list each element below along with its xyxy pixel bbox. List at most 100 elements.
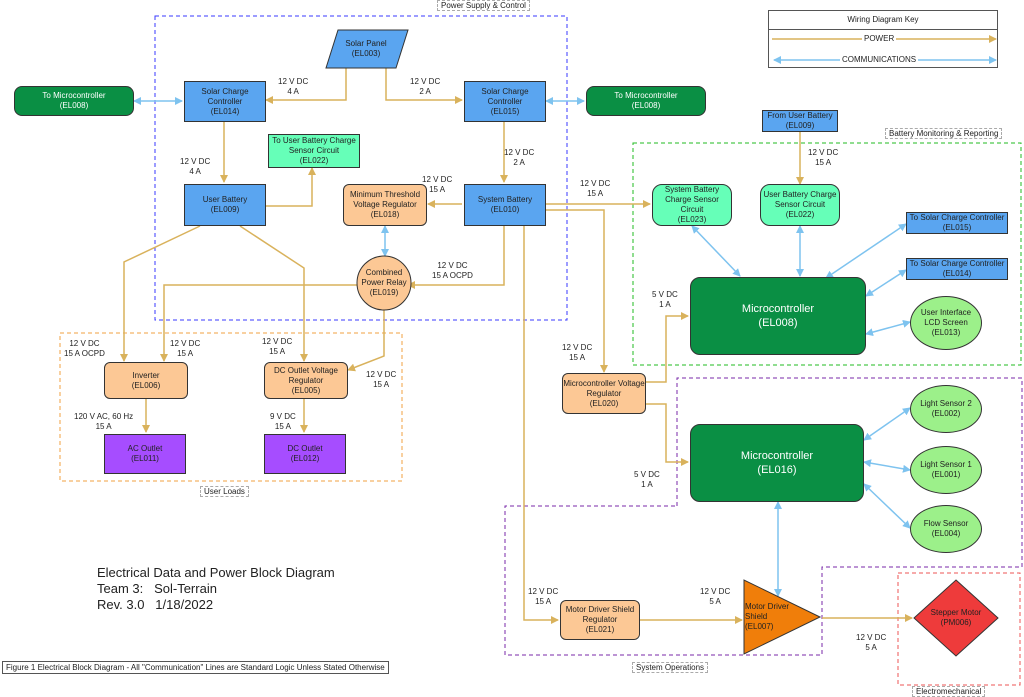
wire-sb-mdreg (523, 215, 559, 624)
dc-outlet-name: DC Outlet (287, 444, 323, 453)
wire-mcreg-mc008 (646, 312, 689, 383)
microcontroller-el008: Microcontroller (EL008) (690, 277, 866, 355)
system-battery-name: System Battery (477, 195, 533, 204)
figure-caption: Figure 1 Electrical Block Diagram - All … (2, 661, 389, 674)
diagram-title: Electrical Data and Power Block Diagram (97, 565, 335, 580)
ac-outlet-id: (EL011) (131, 454, 159, 463)
md-shield-id: (EL007) (745, 622, 774, 631)
wire-relay-dcreg (347, 307, 385, 372)
solar-charge-controller-el015: Solar Charge Controller (EL015) (464, 81, 546, 122)
user-interface-lcd: User Interface LCD Screen (EL013) (910, 296, 982, 350)
battery-caption: Battery Monitoring & Reporting (885, 128, 1003, 139)
battery-group-border (632, 142, 1022, 366)
scc14-name: Solar Charge Controller (201, 86, 249, 106)
to-mc-left-id: (EL008) (59, 101, 89, 110)
lcd-name: User Interface LCD Screen (920, 308, 972, 327)
md-reg-name: Motor Driver Shield Regulator (565, 605, 635, 624)
wire-ub-ubcs (266, 167, 316, 207)
to-scc14-name: To Solar Charge Controller (909, 259, 1005, 268)
to-solar-charge-controller-el015: To Solar Charge Controller (EL015) (906, 212, 1008, 234)
solar-panel-id: (EL003) (351, 49, 381, 58)
solar-panel-name: Solar Panel (345, 39, 387, 48)
solar-charge-controller-el014: Solar Charge Controller (EL014) (184, 81, 266, 122)
stepper-name: Stepper Motor (930, 608, 982, 617)
system-ops-caption: System Operations (632, 662, 709, 673)
min-thresh-id: (EL018) (370, 210, 400, 219)
to-microcontroller-left: To Microcontroller (EL008) (14, 86, 134, 116)
system-ops-group-border (504, 377, 1023, 656)
from-user-battery: From User Battery (EL009) (762, 110, 838, 132)
to-mc-right-name: To Microcontroller (614, 91, 678, 100)
key-title: Wiring Diagram Key (769, 11, 997, 30)
flow-name: Flow Sensor (923, 519, 969, 528)
to-scc15-id: (EL015) (942, 223, 972, 232)
combined-power-relay: Combined Power Relay (EL019) (358, 264, 410, 302)
from-ub-id: (EL009) (785, 121, 815, 130)
electromech-group-border (897, 572, 1021, 686)
motor-driver-shape (743, 579, 822, 655)
user-battery: User Battery (EL009) (184, 184, 266, 226)
system-battery: System Battery (EL010) (464, 184, 546, 226)
mc-reg-name: Microcontroller Voltage Regulator (563, 378, 645, 398)
team-line: Team 3: Sol-Terrain (97, 581, 217, 596)
to-ubcs-id: (EL022) (299, 156, 329, 165)
user-battery-name: User Battery (202, 195, 248, 204)
comm-ls1-mc016 (863, 459, 911, 473)
electromech-caption: Electromechanical (912, 686, 986, 697)
inverter-name: Inverter (132, 370, 160, 380)
stepper-shape (913, 579, 999, 657)
dc-reg-name: DC Outlet Voltage Regulator (273, 365, 339, 385)
to-scc14-id: (EL014) (942, 269, 972, 278)
to-ubcs-name: To User Battery Charge Sensor Circuit (272, 136, 356, 155)
ac-outlet-name: AC Outlet (127, 444, 163, 453)
to-mc-right-id: (EL008) (631, 101, 661, 110)
to-user-battery-charge-sensor: To User Battery Charge Sensor Circuit (E… (268, 134, 360, 168)
key-comm-label: COMMUNICATIONS (840, 55, 919, 65)
ubcs-id: (EL022) (785, 210, 815, 219)
relay-name: Combined Power Relay (361, 268, 407, 287)
comm-scc15-mc008 (825, 223, 907, 279)
md-shield-name: Motor Driver Shield (745, 602, 790, 621)
mc016-id: (EL016) (757, 464, 797, 476)
ls2-name: Light Sensor 2 (920, 399, 972, 408)
comm-flow-mc016 (863, 483, 911, 529)
flow-sensor: Flow Sensor (EL004) (910, 505, 982, 553)
relay-shape (356, 255, 412, 311)
light-sensor-2: Light Sensor 2 (EL002) (910, 385, 982, 433)
comm-scc14-mc008 (865, 269, 907, 297)
wire-sb-relay (407, 226, 505, 289)
wire-ub-dcreg (239, 225, 308, 362)
ls2-id: (EL002) (931, 409, 961, 418)
to-microcontroller-right: To Microcontroller (EL008) (586, 86, 706, 116)
comm-ls2-mc016 (863, 407, 911, 441)
mc008-name: Microcontroller (741, 303, 815, 315)
dc-reg-id: (EL005) (291, 385, 321, 395)
inverter-id: (EL006) (131, 380, 161, 390)
power-supply-group-border (154, 15, 568, 321)
comm-lcd-mc008 (865, 319, 911, 337)
wire-mcreg-mc016 (646, 403, 689, 466)
key-power-label: POWER (862, 34, 897, 44)
mc008-id: (EL008) (758, 317, 798, 329)
ls1-name: Light Sensor 1 (920, 460, 972, 469)
solar-panel-shape (325, 29, 409, 69)
microcontroller-voltage-regulator: Microcontroller Voltage Regulator (EL020… (562, 373, 646, 414)
stepper-motor: Stepper Motor (PM006) (924, 604, 988, 632)
dc-outlet-voltage-regulator: DC Outlet Voltage Regulator (EL005) (264, 362, 348, 399)
system-battery-id: (EL010) (490, 205, 520, 214)
